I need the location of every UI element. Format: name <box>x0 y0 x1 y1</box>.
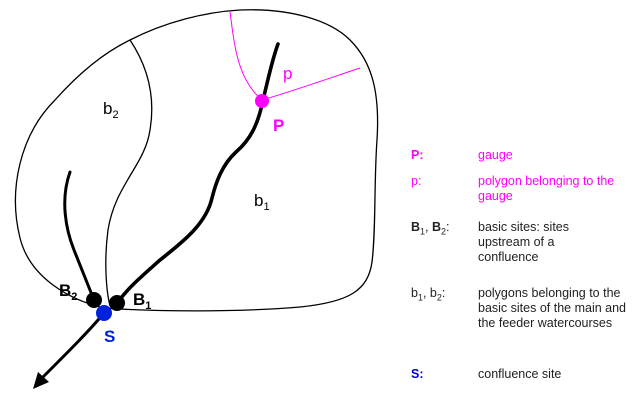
legend-value-confluence: confluence site <box>478 367 562 381</box>
legend-value-basic-sites: basic sites: sites upstream of a conflue… <box>478 220 570 264</box>
legend-key-polygon: p: <box>411 174 422 188</box>
polygon-b2-label: b2 <box>103 99 119 121</box>
catchment-boundary <box>14 9 379 312</box>
legend-value-polygon: polygon belonging to the gauge <box>478 174 615 203</box>
gauge-label: P <box>273 116 284 135</box>
main-watercourse <box>116 42 280 304</box>
watershed-divide <box>105 39 153 307</box>
legend-key-basic-sites: B1, B2: <box>411 220 450 237</box>
flow-arrowhead <box>33 372 49 389</box>
feeder-watercourse <box>63 170 96 302</box>
basic-site-b2-label: B2 <box>59 281 77 303</box>
gauge-polygon-boundary <box>229 11 361 101</box>
legend-key-gauge: P: <box>411 148 424 162</box>
outflow-watercourse <box>40 311 106 380</box>
polygon-b1-label: b1 <box>254 191 270 213</box>
legend-value-gauge: gauge <box>478 148 513 162</box>
confluence-node <box>96 305 112 321</box>
legend-key-confluence: S: <box>411 367 424 381</box>
basic-site-b1-label: B1 <box>133 290 151 312</box>
polygon-p-label: p <box>283 64 292 83</box>
confluence-label: S <box>104 327 115 346</box>
basic-site-b1-node <box>109 295 125 311</box>
gauge-node <box>255 94 269 108</box>
legend-value-polygons: polygons belonging to the basic sites of… <box>478 286 626 330</box>
basic-site-b2-node <box>86 292 102 308</box>
legend-key-polygons: b1, b2: <box>411 286 446 303</box>
